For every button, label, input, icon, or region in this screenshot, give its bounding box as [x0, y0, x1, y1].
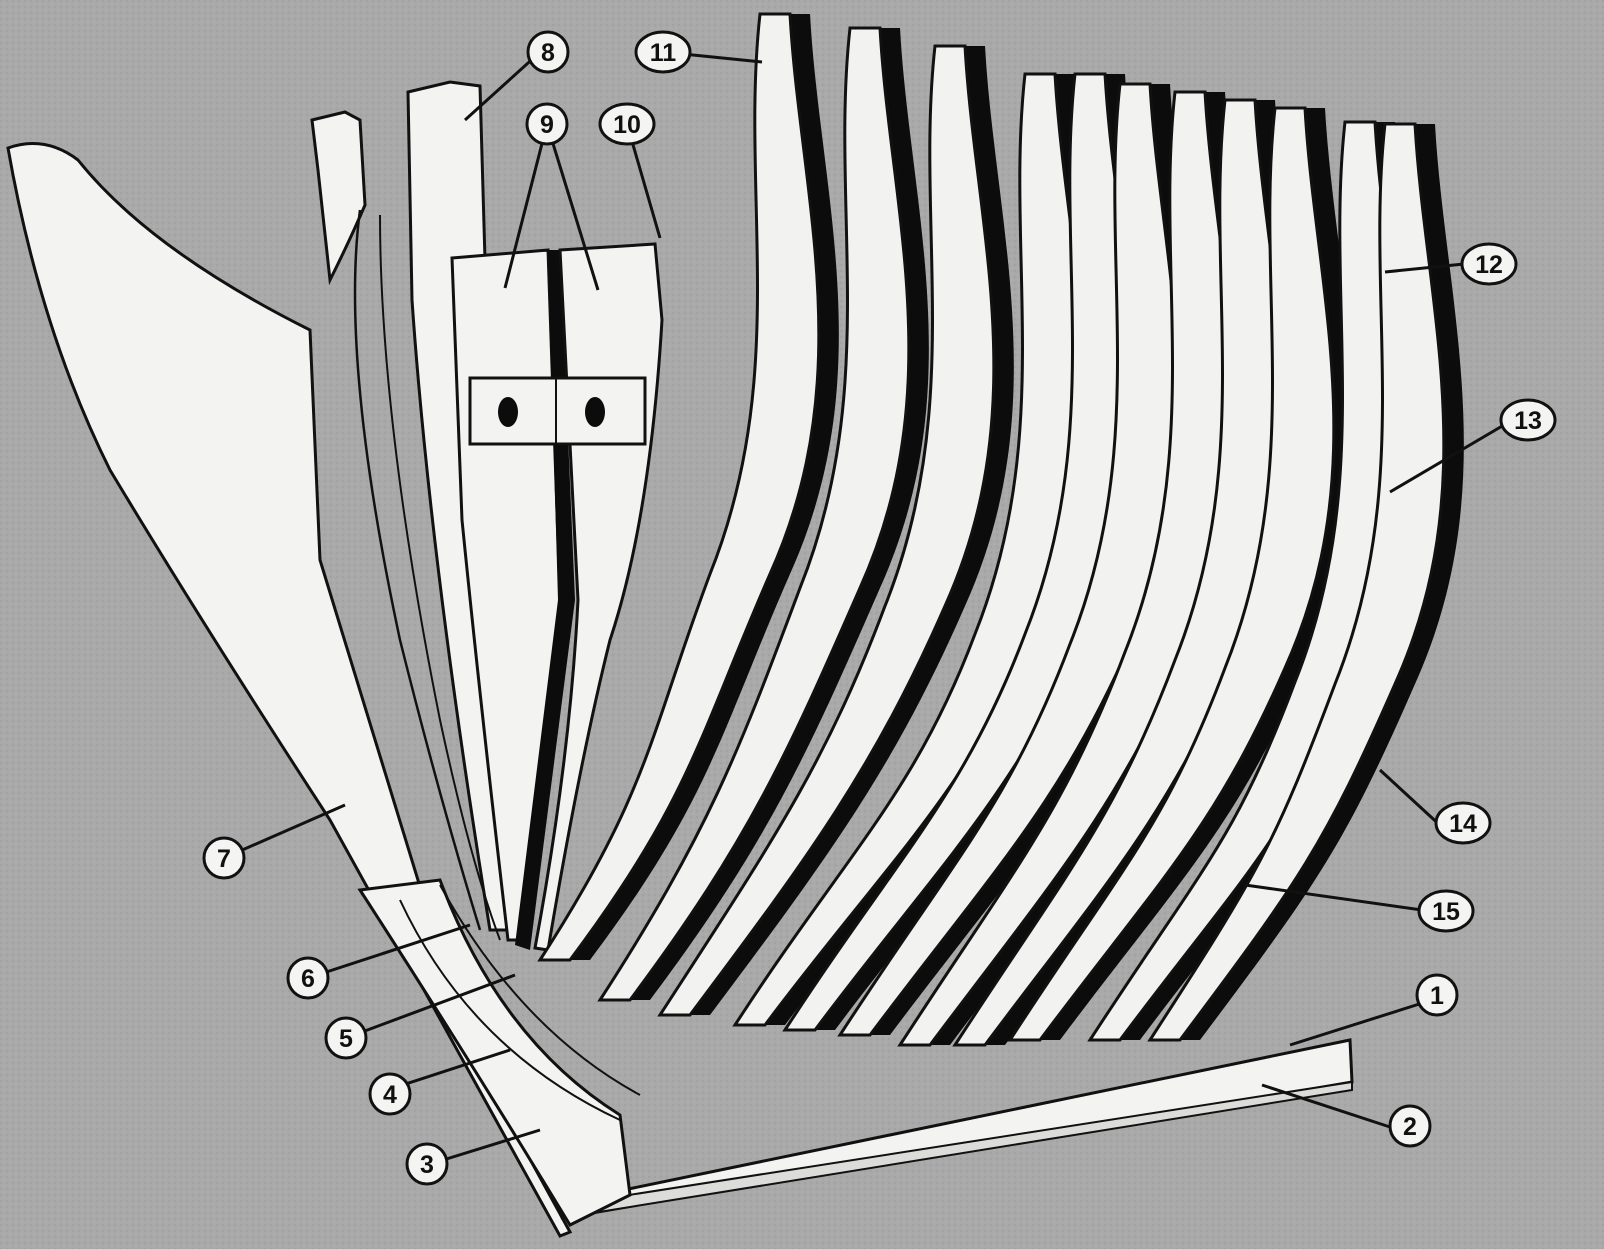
- callout-circle-icon: [202, 836, 246, 880]
- leader-line: [1289, 998, 1433, 1047]
- callout-3: 3: [405, 1142, 449, 1186]
- callout-circle-icon: [1460, 242, 1518, 286]
- knighthead-left: [310, 110, 367, 286]
- frame-member-icon: [1147, 122, 1446, 1042]
- leader-lines: [223, 52, 1510, 1167]
- leader-line: [223, 803, 346, 860]
- callout-number: 2: [1403, 1113, 1417, 1141]
- callout-11: 11: [634, 30, 692, 74]
- callout-circle-icon: [1499, 398, 1557, 442]
- stem-foot: [357, 878, 632, 1227]
- callout-number: 8: [541, 39, 555, 67]
- callout-circle-icon: [598, 102, 656, 146]
- callout-circle-icon: [1388, 1104, 1432, 1148]
- callout-number: 9: [540, 111, 554, 139]
- callout-15: 15: [1417, 889, 1475, 933]
- callout-circle-icon: [1415, 973, 1459, 1017]
- bolt-hole-icon: [498, 397, 518, 427]
- callout-number: 4: [383, 1081, 397, 1109]
- leader-line: [345, 973, 516, 1040]
- frame-member-icon: [597, 26, 911, 1002]
- callout-number: 11: [650, 39, 677, 67]
- callout-1: 1: [1415, 973, 1459, 1017]
- leader-line: [545, 123, 600, 291]
- frame-member-icon: [657, 44, 996, 1017]
- callout-circle-icon: [526, 30, 570, 74]
- callout-circle-icon: [405, 1142, 449, 1186]
- callout-number: 12: [1475, 251, 1503, 279]
- leader-line: [1389, 420, 1510, 494]
- stem-foot-line: [399, 899, 621, 1121]
- callout-number: 7: [217, 845, 231, 873]
- stem-foot-line-2: [439, 884, 641, 1096]
- callout-7: 7: [202, 836, 246, 880]
- callout-circle-icon: [1417, 889, 1475, 933]
- callout-6: 6: [286, 956, 330, 1000]
- callout-circle-icon: [286, 956, 330, 1000]
- leader-line: [463, 52, 540, 122]
- leader-line: [682, 52, 763, 64]
- callout-number: 10: [613, 111, 641, 139]
- callout-10: 10: [598, 102, 656, 146]
- bolt-hole-icon: [585, 397, 605, 427]
- leader-line: [1244, 883, 1430, 913]
- callout-12: 12: [1460, 242, 1518, 286]
- callout-2: 2: [1388, 1104, 1432, 1148]
- leader-line: [1378, 768, 1445, 830]
- leader-line: [307, 923, 471, 980]
- callout-number: 13: [1514, 407, 1542, 435]
- apron-inner-line-2: [379, 214, 501, 941]
- callout-4: 4: [368, 1072, 412, 1116]
- callout-circle-icon: [1434, 801, 1492, 845]
- callout-8: 8: [526, 30, 570, 74]
- leader-line: [503, 123, 549, 289]
- leader-line: [1261, 1083, 1394, 1130]
- frame-member-icon: [537, 12, 821, 962]
- callout-circle-icon: [368, 1072, 412, 1116]
- callout-circle-icon: [324, 1016, 368, 1060]
- callout-circle-icon: [525, 102, 569, 146]
- callout-13: 13: [1499, 398, 1557, 442]
- callout-circle-icon: [634, 30, 692, 74]
- callout-9: 9: [525, 102, 569, 146]
- hawse-pieces: [450, 242, 664, 952]
- callout-number: 15: [1432, 898, 1460, 926]
- frame-member-icon: [1007, 106, 1336, 1042]
- leader-line: [1384, 262, 1465, 274]
- apron-inner-line: [353, 209, 482, 931]
- callout-number: 5: [339, 1025, 353, 1053]
- callout-14: 14: [1434, 801, 1492, 845]
- frames-group: [537, 12, 1464, 1047]
- callout-number: 6: [301, 965, 315, 993]
- callout-number: 3: [420, 1151, 434, 1179]
- callout-5: 5: [324, 1016, 368, 1060]
- callout-number: 14: [1449, 810, 1477, 838]
- callout-number: 1: [1430, 982, 1444, 1010]
